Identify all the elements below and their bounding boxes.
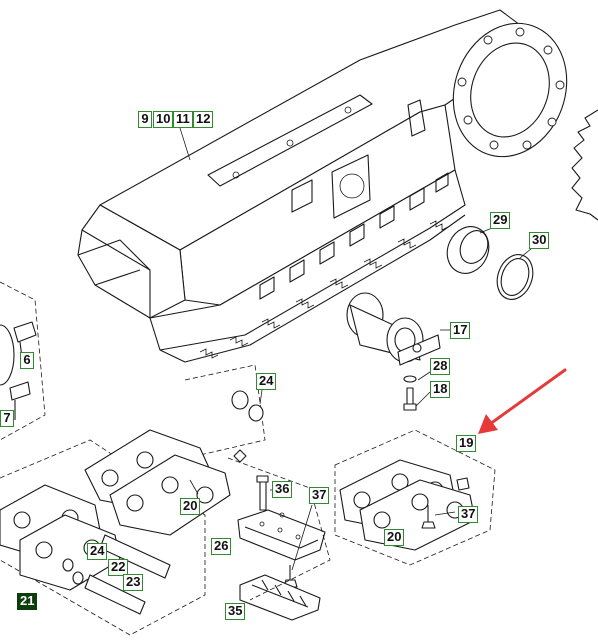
pin-group-upper <box>184 364 266 463</box>
callout-26[interactable]: 26 <box>211 538 232 555</box>
callout-36[interactable]: 36 <box>272 481 293 498</box>
callout-21[interactable]: 21 <box>17 593 38 610</box>
idler-partial <box>0 281 46 441</box>
callout-37-middle[interactable]: 37 <box>309 487 330 504</box>
callout-35[interactable]: 35 <box>225 603 246 620</box>
callout-7[interactable]: 7 <box>0 410 14 427</box>
callout-23[interactable]: 23 <box>123 574 144 591</box>
callout-29[interactable]: 29 <box>490 212 511 229</box>
callout-20-middle[interactable]: 20 <box>180 498 201 515</box>
bearing-and-snap-ring <box>446 226 534 300</box>
callout-10[interactable]: 10 <box>153 111 174 128</box>
callout-24-lower[interactable]: 24 <box>87 543 108 560</box>
callout-30[interactable]: 30 <box>529 232 550 249</box>
callout-6[interactable]: 6 <box>20 352 34 369</box>
callout-17[interactable]: 17 <box>450 322 471 339</box>
callout-18[interactable]: 18 <box>430 381 451 398</box>
track-roller <box>346 292 450 411</box>
callout-9[interactable]: 9 <box>138 111 152 128</box>
track-frame <box>77 9 598 363</box>
track-link-assembly <box>0 429 231 636</box>
callout-24-upper[interactable]: 24 <box>256 373 277 390</box>
callout-20-right[interactable]: 20 <box>384 529 405 546</box>
callout-11[interactable]: 11 <box>173 111 193 128</box>
callout-12[interactable]: 12 <box>193 111 214 128</box>
callout-28[interactable]: 28 <box>430 358 451 375</box>
callout-37-right[interactable]: 37 <box>458 506 479 523</box>
callout-22[interactable]: 22 <box>108 559 129 576</box>
callout-19[interactable]: 19 <box>456 435 477 452</box>
red-pointer-arrow <box>478 368 567 434</box>
track-shoe-parts <box>227 457 331 621</box>
